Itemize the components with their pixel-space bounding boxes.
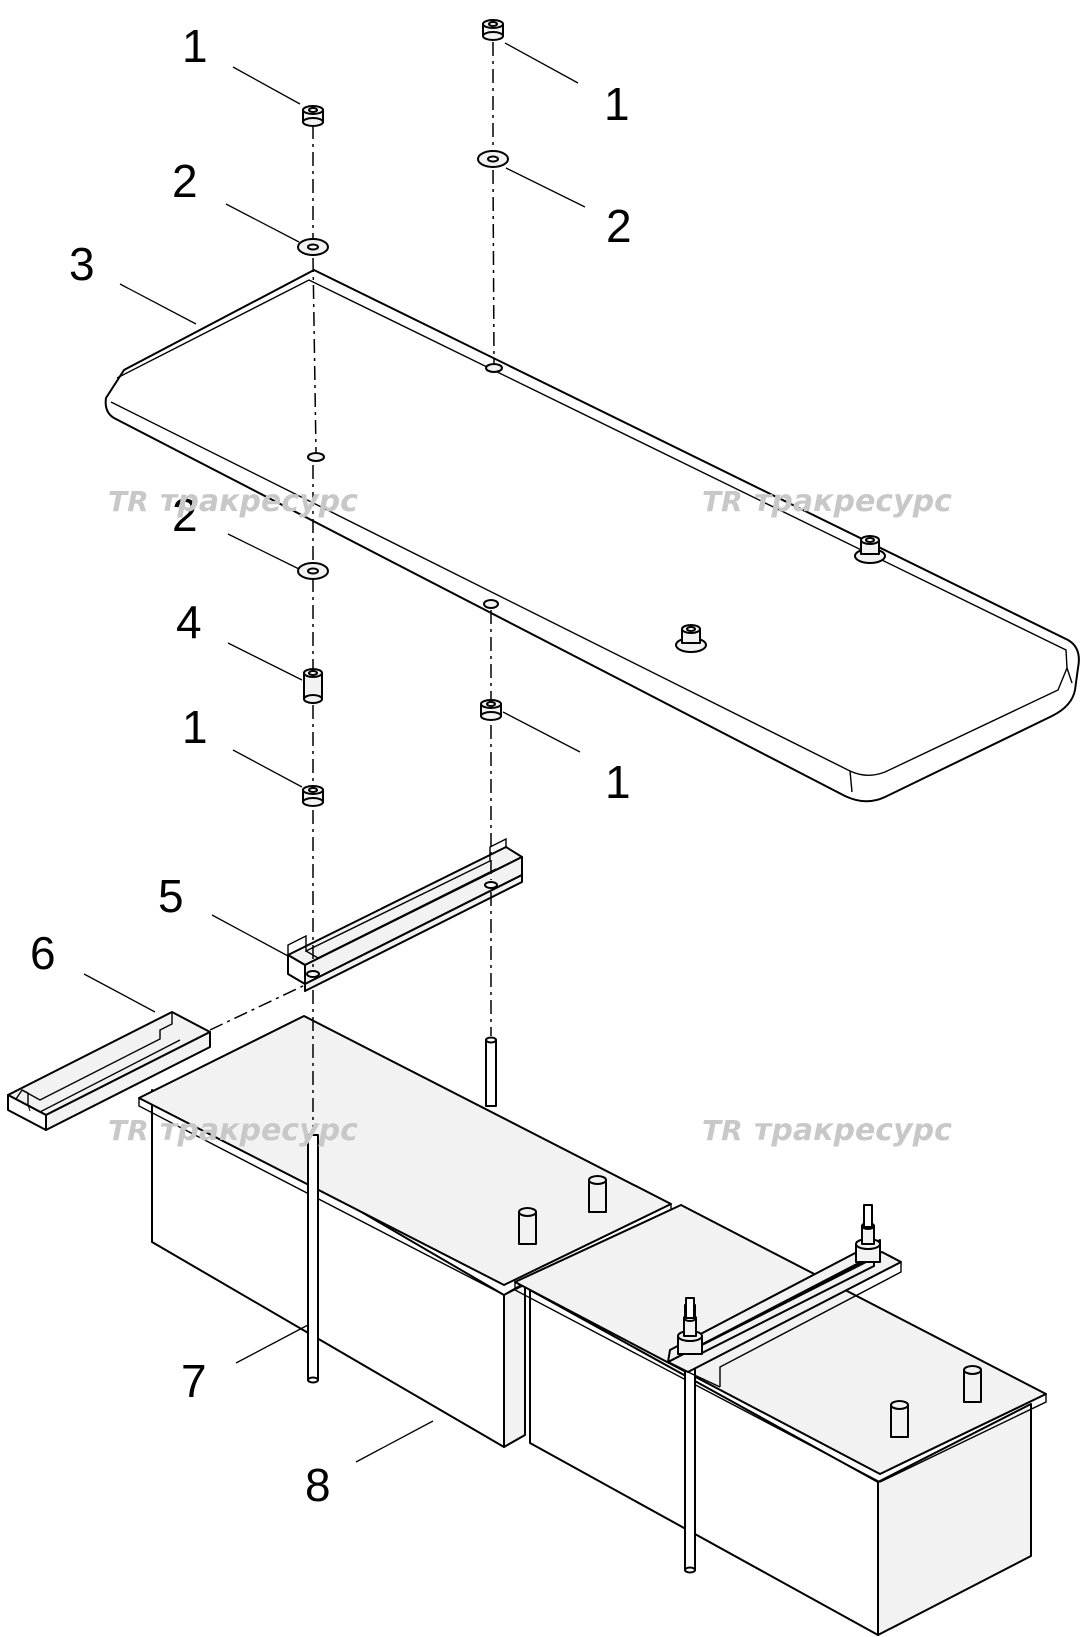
callout-nut-lower-left: 1 [182, 701, 208, 753]
washer-lower [297, 562, 329, 580]
callout-spacer: 4 [176, 596, 202, 648]
watermark-logo: TR [702, 1114, 743, 1147]
terminal-post [518, 1207, 537, 1245]
battery-right [514, 1204, 1047, 1636]
nut-lower-left [302, 785, 324, 807]
callout-washer-lower: 2 [172, 489, 198, 541]
callout-rod: 7 [181, 1355, 207, 1407]
callout-washer-top-right: 2 [606, 200, 632, 252]
spacer-sleeve [303, 668, 323, 704]
callout-nut-top-right: 1 [604, 78, 630, 130]
watermark-logo: TR [702, 485, 743, 518]
clamp-nut [677, 1314, 703, 1355]
watermark-logo: TR [108, 485, 149, 518]
washer-top-right [477, 150, 509, 168]
callout-nut-top-left: 1 [182, 20, 208, 72]
watermark-text: тракресурс [160, 484, 358, 519]
callout-rail: 6 [30, 927, 56, 979]
washer-top-left [297, 238, 329, 256]
tie-rod [307, 1134, 319, 1384]
callout-battery: 8 [305, 1459, 331, 1511]
nut-lower-right [480, 699, 502, 721]
nut-top-right [482, 19, 504, 41]
callout-nut-lower-right: 1 [605, 756, 631, 808]
cover-nut [675, 624, 707, 653]
stud-end [483, 599, 499, 609]
watermark: TR тракресурс [108, 484, 358, 519]
tie-rod-rear [485, 1036, 497, 1107]
watermark-text: тракресурс [754, 484, 952, 519]
callout-washer-top-left: 2 [172, 155, 198, 207]
rail-profile [7, 1011, 211, 1131]
watermark: TR тракресурс [702, 1113, 952, 1148]
terminal-post [963, 1365, 982, 1403]
leader-lines [83, 42, 586, 1463]
terminal-post [588, 1175, 607, 1213]
battery-left [138, 1015, 672, 1448]
terminal-post [890, 1400, 909, 1438]
watermark-text: тракресурс [160, 1113, 358, 1148]
assembly-axes [209, 42, 495, 1133]
watermark-logo: TR [108, 1114, 149, 1147]
watermark: TR тракресурс [108, 1113, 358, 1148]
watermark: TR тракресурс [702, 484, 952, 519]
bracket-channel [287, 837, 523, 992]
installed-clamp-assembly [667, 1204, 902, 1574]
clamp-nut [855, 1222, 881, 1263]
watermark-text: тракресурс [754, 1113, 952, 1148]
battery-cover [104, 269, 1080, 803]
cover-nut [854, 535, 886, 564]
callout-cover: 3 [69, 238, 95, 290]
callout-bracket: 5 [158, 870, 184, 922]
nut-top-left [302, 105, 324, 127]
